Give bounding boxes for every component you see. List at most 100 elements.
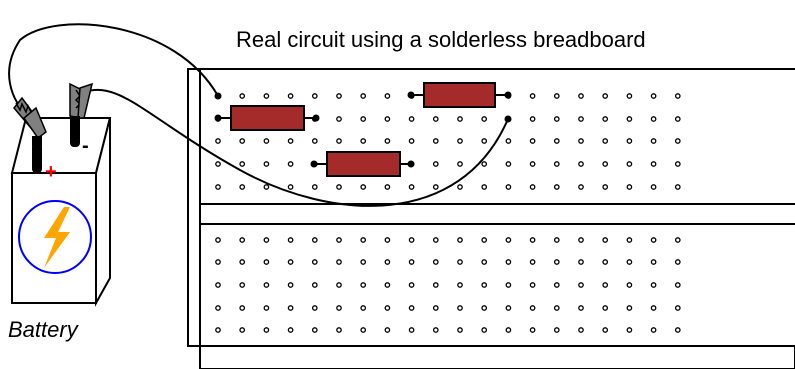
- breadboard-hole: [578, 138, 584, 144]
- breadboard-hole: [481, 305, 488, 311]
- breadboard-hole: [578, 116, 584, 122]
- positive-symbol: +: [45, 161, 57, 183]
- breadboard-hole: [650, 184, 657, 190]
- breadboard-hole: [674, 116, 681, 122]
- alligator-clip-positive: [13, 96, 47, 146]
- breadboard-hole: [481, 327, 488, 333]
- breadboard-hole: [432, 237, 439, 243]
- breadboard-hole: [674, 327, 681, 333]
- breadboard-hole: [626, 327, 633, 333]
- breadboard-hole: [336, 116, 342, 122]
- breadboard-hole: [602, 93, 609, 99]
- alligator-clip-negative: [69, 82, 94, 124]
- resistor-3: [310, 151, 415, 177]
- breadboard-hole: [481, 184, 488, 190]
- breadboard-hole: [408, 327, 415, 333]
- breadboard-hole: [650, 282, 657, 288]
- resistor-3-body: [326, 151, 401, 177]
- breadboard-hole: [384, 116, 391, 122]
- breadboard-hole: [360, 116, 367, 122]
- resistor-1: [214, 105, 320, 131]
- breadboard-hole: [553, 161, 560, 167]
- breadboard-hole: [263, 327, 270, 333]
- breadboard-hole: [529, 116, 536, 122]
- breadboard-hole: [263, 305, 270, 311]
- breadboard-hole: [287, 305, 294, 311]
- breadboard-hole: [336, 184, 342, 190]
- breadboard-hole: [408, 184, 415, 190]
- breadboard-hole: [529, 138, 536, 144]
- breadboard-hole: [602, 282, 609, 288]
- breadboard-hole: [674, 93, 681, 99]
- breadboard-hole: [553, 184, 560, 190]
- breadboard-hole: [626, 259, 633, 265]
- breadboard-hole: [263, 237, 270, 243]
- battery-top: [10, 117, 112, 174]
- breadboard-hole: [360, 305, 367, 311]
- breadboard-hole: [311, 282, 318, 288]
- breadboard-hole: [457, 184, 463, 190]
- breadboard-hole: [432, 161, 439, 167]
- breadboard-hole: [384, 237, 391, 243]
- breadboard-hole: [529, 184, 536, 190]
- breadboard-hole: [263, 138, 270, 144]
- breadboard-hole: [336, 282, 342, 288]
- breadboard-hole: [626, 184, 633, 190]
- breadboard-hole: [602, 259, 609, 265]
- breadboard-hole: [432, 327, 439, 333]
- breadboard-hole: [578, 259, 584, 265]
- breadboard-hole: [553, 138, 560, 144]
- breadboard-hole: [457, 138, 463, 144]
- breadboard-hole: [360, 184, 367, 190]
- breadboard-hole: [674, 237, 681, 243]
- breadboard-hole: [384, 259, 391, 265]
- breadboard-hole: [239, 282, 246, 288]
- breadboard-hole: [360, 138, 367, 144]
- breadboard-hole: [578, 237, 584, 243]
- breadboard-hole: [239, 93, 246, 99]
- breadboard-hole: [360, 327, 367, 333]
- breadboard-hole: [360, 93, 367, 99]
- breadboard-hole: [311, 305, 318, 311]
- lightning-bolt-icon: [44, 207, 70, 268]
- breadboard-hole: [408, 116, 415, 122]
- breadboard-hole: [481, 138, 488, 144]
- breadboard-hole: [602, 327, 609, 333]
- breadboard-hole: [287, 138, 294, 144]
- breadboard-hole: [529, 327, 536, 333]
- positive-terminal: [32, 143, 42, 173]
- breadboard-hole: [432, 259, 439, 265]
- wire-positive: [8, 23, 219, 119]
- breadboard-hole: [457, 259, 463, 265]
- breadboard-hole: [408, 282, 415, 288]
- breadboard-hole: [626, 282, 633, 288]
- breadboard-hole: [650, 93, 657, 99]
- breadboard-hole: [336, 93, 342, 99]
- breadboard-hole: [263, 282, 270, 288]
- breadboard-hole: [215, 259, 221, 265]
- breadboard-hole: [674, 259, 681, 265]
- breadboard-hole: [529, 237, 536, 243]
- breadboard-hole: [239, 305, 246, 311]
- breadboard-hole: [650, 161, 657, 167]
- breadboard-hole: [311, 184, 318, 190]
- breadboard-hole: [384, 93, 391, 99]
- breadboard-hole: [553, 116, 560, 122]
- breadboard-hole: [215, 237, 221, 243]
- breadboard-hole: [432, 116, 439, 122]
- breadboard-hole: [287, 184, 294, 190]
- resistor-1-body: [230, 105, 305, 131]
- breadboard-hole: [626, 138, 633, 144]
- breadboard-hole: [263, 161, 270, 167]
- breadboard-hole: [336, 259, 342, 265]
- breadboard-hole: [408, 138, 415, 144]
- breadboard-hole: [481, 237, 488, 243]
- resistors: [214, 82, 512, 177]
- resistor-2-body: [423, 82, 496, 108]
- breadboard-hole: [674, 138, 681, 144]
- breadboard-hole: [505, 184, 512, 190]
- wire-negative: [84, 88, 509, 207]
- breadboard-hole: [457, 282, 463, 288]
